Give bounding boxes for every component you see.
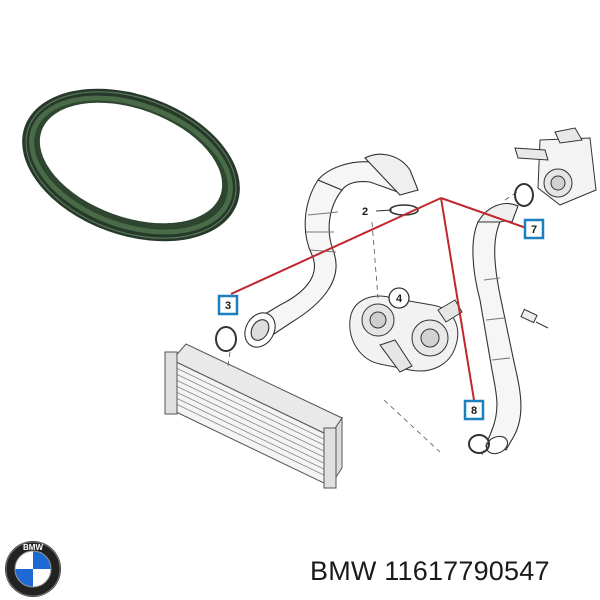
svg-text:7: 7 — [531, 224, 537, 236]
bmw-logo: BMW — [5, 541, 61, 597]
svg-text:4: 4 — [396, 293, 403, 305]
leader-lines — [230, 197, 530, 401]
callout-8: 8 — [463, 399, 485, 421]
brand-name: BMW — [310, 556, 377, 586]
callout-7: 7 — [523, 218, 545, 240]
svg-text:2: 2 — [362, 206, 368, 218]
part-number: 11617790547 — [384, 556, 550, 586]
callout-3: 3 — [217, 294, 239, 316]
gasket-ring-photo — [22, 88, 240, 242]
seal-ring-7 — [514, 183, 534, 207]
svg-text:8: 8 — [471, 405, 477, 417]
callout-4: 4 — [388, 287, 410, 309]
engine-turbo-top-right — [514, 127, 597, 206]
sensor-plug — [520, 308, 549, 329]
callout-2: 2 — [362, 206, 393, 218]
part-number-caption: BMW 11617790547 — [310, 556, 550, 587]
charge-hose-left — [244, 153, 419, 348]
seal-ring-left — [215, 326, 237, 352]
intercooler-drawing — [164, 343, 343, 489]
svg-text:BMW: BMW — [23, 543, 43, 552]
svg-text:3: 3 — [225, 300, 231, 312]
seal-ring-right — [468, 434, 490, 454]
charge-hose-right — [472, 203, 522, 455]
turbocharger-drawing — [349, 295, 463, 373]
